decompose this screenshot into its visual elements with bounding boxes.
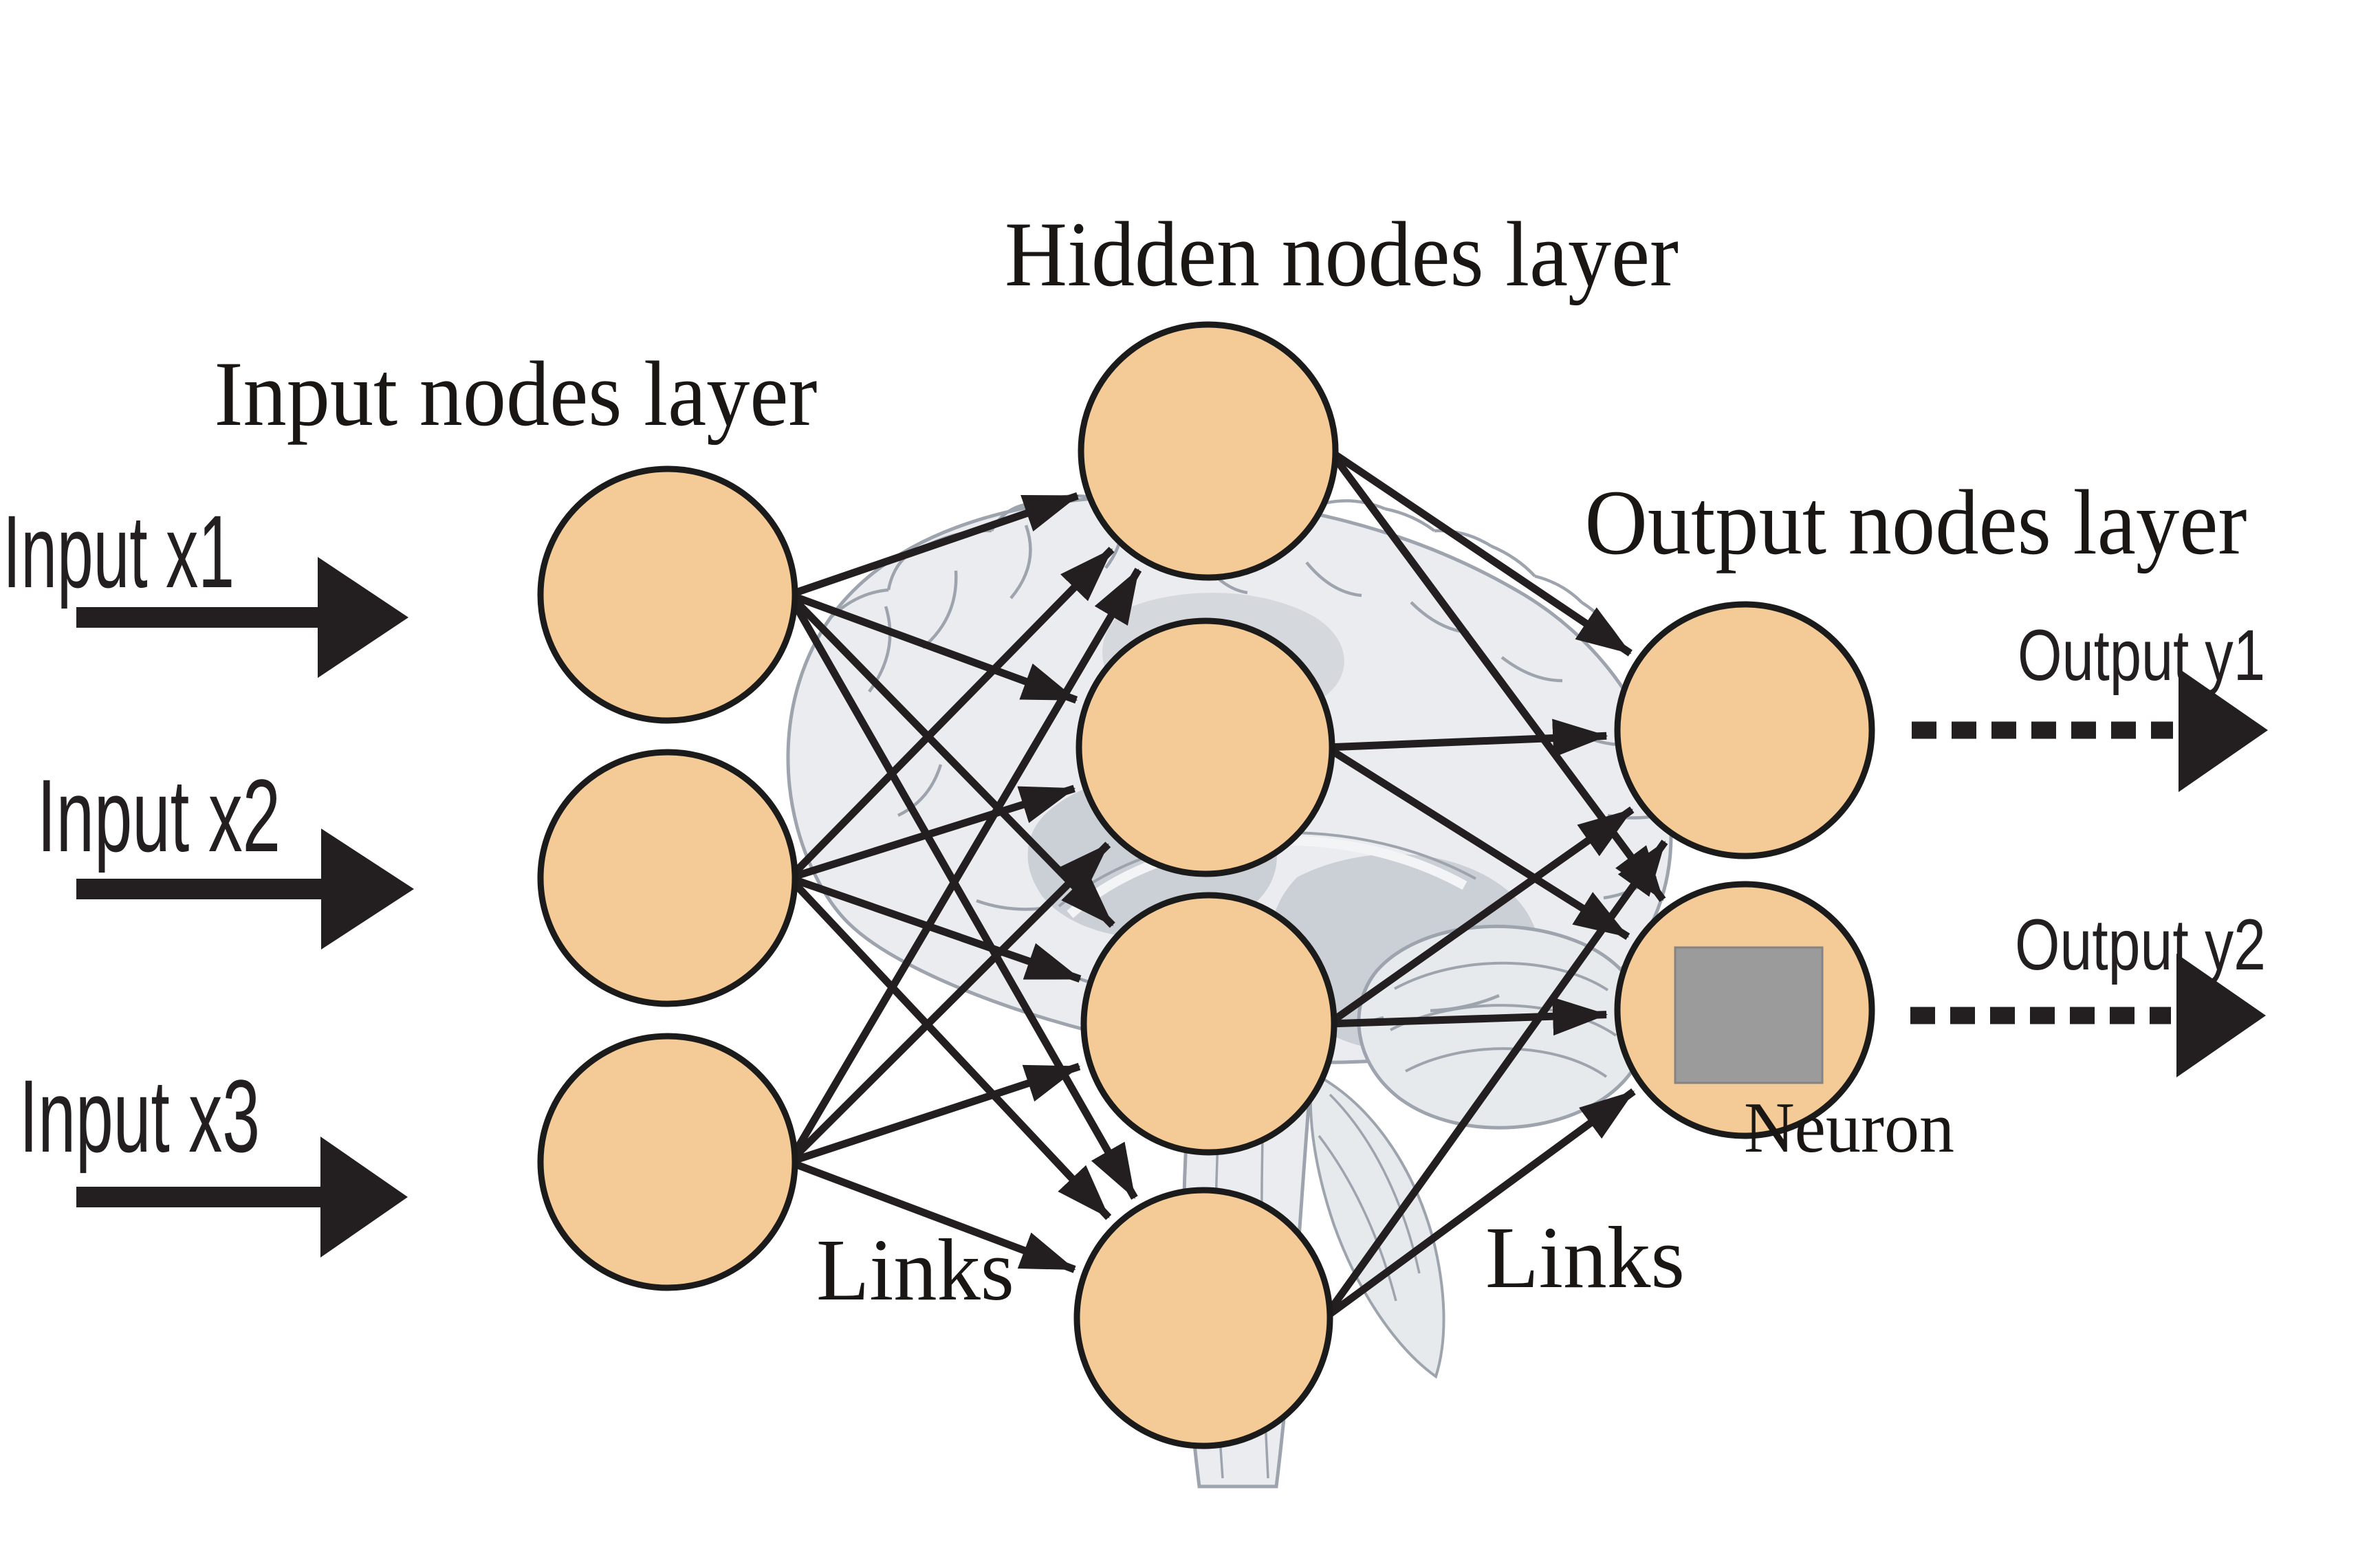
link-h3-o1	[1326, 807, 1635, 1027]
node-i3	[537, 1033, 798, 1291]
input-arrow-x3	[76, 1137, 408, 1258]
links-layer	[786, 448, 1668, 1321]
input-arrow-x2	[76, 829, 414, 950]
link-i1-h2	[788, 591, 1078, 704]
link-i3-h1	[786, 567, 1142, 1164]
node-h3	[1080, 892, 1338, 1156]
link-i2-h1	[787, 547, 1115, 881]
node-i2	[537, 749, 798, 1007]
label-links-right: Links	[1485, 1209, 1685, 1306]
labels-layer: Input nodes layer Hidden nodes layer Out…	[3, 204, 2266, 1319]
link-i1-h1	[788, 492, 1079, 599]
label-input-x2: Input x2	[37, 758, 281, 873]
label-output-y2: Output y2	[2015, 905, 2266, 985]
link-h2-o2	[1324, 744, 1630, 941]
link-i2-h2	[788, 785, 1076, 882]
output-arrow-y2	[1910, 954, 2266, 1077]
link-h4-o2	[1322, 1088, 1636, 1321]
output-arrow-y2-head	[2176, 954, 2266, 1077]
label-links-left: Links	[816, 1221, 1014, 1319]
link-i3-h2	[787, 842, 1111, 1165]
label-hidden-nodes-layer: Hidden nodes layer	[1005, 204, 1679, 306]
link-i3-h3	[788, 1062, 1081, 1166]
label-input-nodes-layer: Input nodes layer	[215, 343, 818, 446]
brain-bundle	[1309, 1070, 1445, 1379]
link-h3-o2	[1328, 997, 1608, 1036]
neuron-square	[1674, 946, 1824, 1084]
link-i3-h4	[788, 1158, 1076, 1273]
input-arrow-x1	[76, 557, 408, 678]
output-arrow-y1-head	[2179, 668, 2268, 792]
node-h4	[1073, 1187, 1333, 1449]
label-input-x3: Input x3	[19, 1058, 260, 1174]
link-i2-h4	[786, 875, 1112, 1220]
link-i2-h3	[788, 874, 1082, 983]
label-input-x1: Input x1	[3, 494, 234, 609]
brain-cerebellum	[1357, 924, 1648, 1130]
label-output-y1: Output y1	[2018, 615, 2265, 696]
link-h2-o1	[1326, 718, 1608, 758]
io-arrows-layer	[76, 557, 2268, 1258]
node-h2	[1076, 617, 1335, 877]
node-o1	[1614, 601, 1875, 859]
output-arrow-y1	[1912, 668, 2268, 792]
link-h4-o1	[1321, 840, 1668, 1321]
label-neuron: Neuron	[1744, 1087, 1954, 1167]
link-h1-o1	[1327, 448, 1633, 657]
node-i1	[537, 465, 798, 724]
node-h1	[1078, 321, 1339, 581]
label-output-nodes-layer: Output nodes layer	[1585, 472, 2247, 574]
